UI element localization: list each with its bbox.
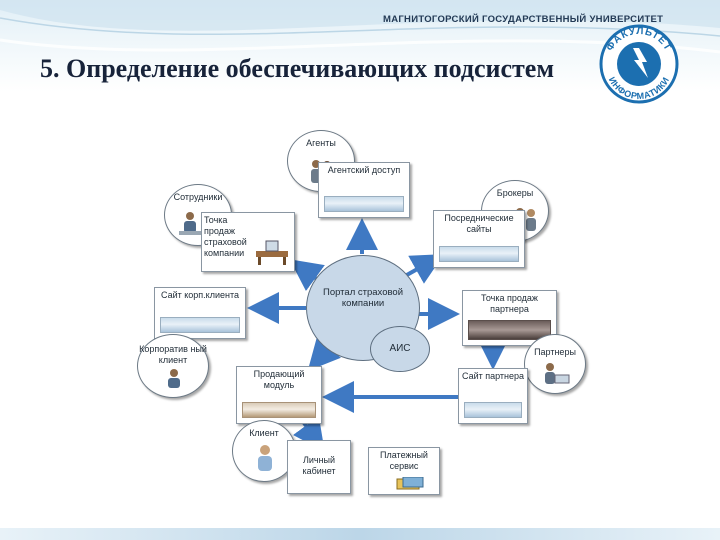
corporate-client-label: Корпоратив ный клиент	[139, 344, 207, 365]
agent-access-screenshot	[324, 196, 404, 212]
insurer-sales-point-label: Точка продаж страховой компании	[204, 215, 247, 258]
sales-module-screenshot	[242, 402, 316, 418]
agent-access-label: Агентский доступ	[327, 165, 401, 175]
node-corporate-client: Корпоратив ный клиент	[137, 334, 209, 398]
client-label: Клиент	[249, 428, 279, 438]
slide-title: 5. Определение обеспечивающих подсистем	[40, 54, 555, 83]
arrow-portal-sales-point	[289, 259, 325, 292]
portal-label: Портал страховой компании	[322, 287, 404, 309]
faculty-logo: ФАКУЛЬТЕТ ИНФОРМАТИКИ	[599, 24, 679, 104]
partner-site-screenshot	[464, 402, 522, 418]
partners-icon	[545, 363, 570, 384]
partner-office-photo	[468, 320, 551, 340]
partner-site-label: Сайт партнера	[461, 371, 525, 381]
partners-label: Партнеры	[534, 347, 576, 357]
node-corp-client-site: Сайт корп.клиента	[154, 287, 246, 339]
agents-label: Агенты	[306, 138, 336, 148]
arrow-portal-intermediary	[404, 254, 444, 284]
intermediary-sites-screenshot	[439, 246, 519, 262]
node-partner-site: Сайт партнера	[458, 368, 528, 424]
ais-circle: АИС	[370, 326, 430, 372]
corp-client-site-label: Сайт корп.клиента	[161, 290, 239, 300]
employees-icon	[179, 212, 201, 235]
node-insurer-sales-point: Точка продаж страховой компании	[201, 212, 295, 272]
employees-label: Сотрудники	[173, 192, 223, 202]
office-desk-icon	[256, 240, 288, 265]
personal-cabinet-label: Личный кабинет	[302, 455, 336, 476]
payment-service-label: Платежный сервис	[380, 450, 428, 471]
client-icon	[258, 445, 272, 471]
intermediary-sites-label: Посреднические сайты	[444, 213, 514, 234]
partner-sales-point-label: Точка продаж партнера	[481, 293, 538, 314]
node-payment-service: Платежный сервис	[368, 447, 440, 495]
payment-card-icon	[396, 477, 424, 490]
university-name: МАГНИТОГОРСКИЙ ГОСУДАРСТВЕННЫЙ УНИВЕРСИТ…	[383, 14, 664, 25]
node-intermediary-sites: Посреднические сайты	[433, 210, 525, 268]
sales-module-label: Продающий модуль	[253, 369, 305, 390]
node-agent-access: Агентский доступ	[318, 162, 410, 218]
node-client: Клиент	[232, 420, 296, 482]
corporate-client-icon	[168, 369, 180, 388]
node-sales-module: Продающий модуль	[236, 366, 322, 424]
footer-bar	[0, 528, 720, 540]
node-personal-cabinet: Личный кабинет	[287, 440, 351, 494]
corp-client-site-screenshot	[160, 317, 240, 333]
node-partners: Партнеры	[524, 334, 586, 394]
brokers-label: Брокеры	[496, 188, 534, 198]
